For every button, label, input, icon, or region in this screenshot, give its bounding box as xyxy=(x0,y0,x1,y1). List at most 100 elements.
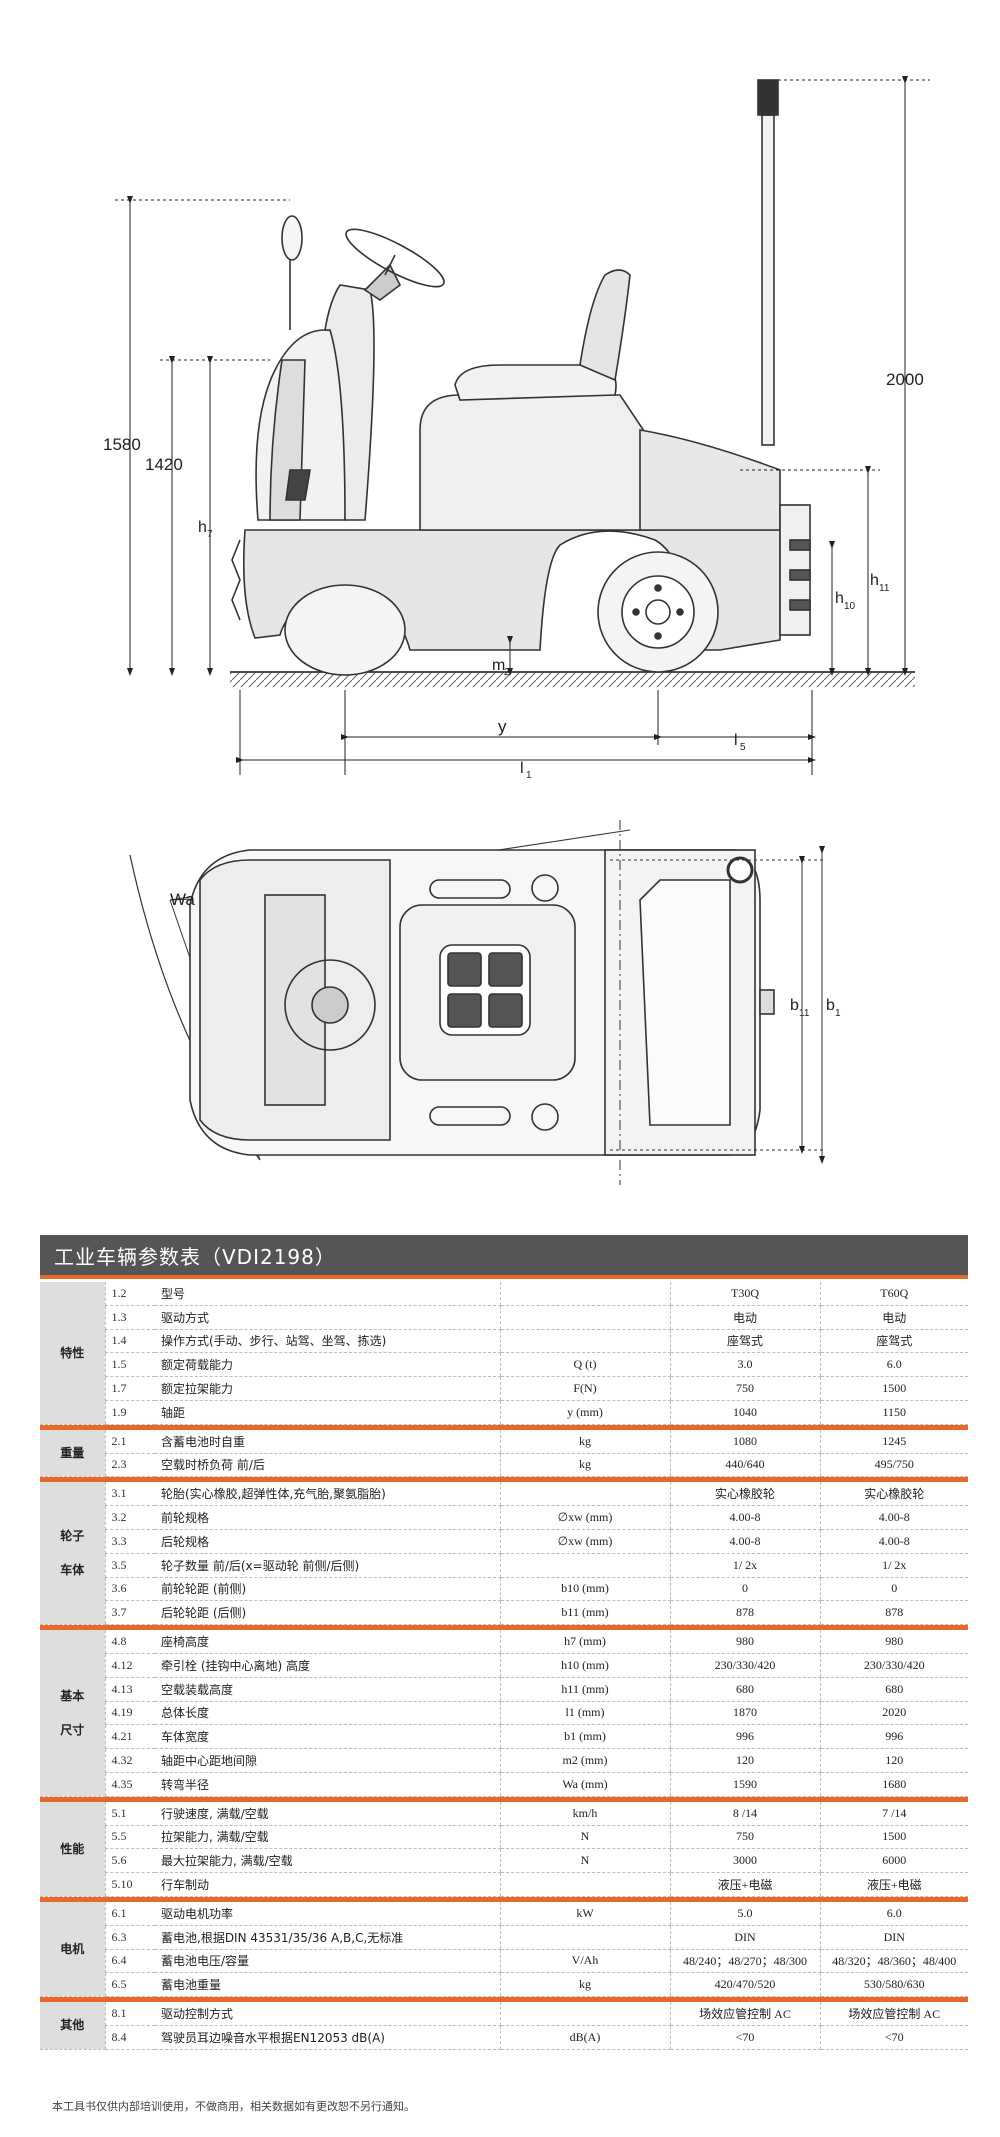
dim-h11-sub: 11 xyxy=(879,583,890,594)
spec-table-title: 工业车辆参数表（VDI2198） xyxy=(54,1244,336,1269)
row-number: 1.2 xyxy=(104,1282,155,1306)
category-label: 性能 xyxy=(40,1801,105,1897)
value-t60q: 6.0 xyxy=(819,1901,968,1926)
row-number: 4.35 xyxy=(104,1772,155,1797)
value-t30q: 4.00-8 xyxy=(669,1505,820,1530)
row-number: 8.4 xyxy=(104,2025,155,2050)
dim-h10: h xyxy=(835,590,844,607)
row-unit xyxy=(499,1553,670,1578)
row-number: 4.32 xyxy=(104,1748,155,1773)
row-unit: V/Ah xyxy=(499,1949,670,1974)
row-unit: dB(A) xyxy=(499,2025,670,2050)
value-t60q: 48/320；48/360；48/400 xyxy=(819,1949,968,1974)
value-t30q: 实心橡胶轮 xyxy=(669,1482,820,1507)
section-divider xyxy=(40,1796,968,1802)
value-t60q: 4.00-8 xyxy=(819,1505,968,1530)
row-unit: kg xyxy=(499,1453,670,1478)
row-number: 3.7 xyxy=(104,1600,155,1626)
row-name: 总体长度 xyxy=(155,1701,500,1726)
row-number: 4.21 xyxy=(104,1724,155,1750)
row-number: 4.13 xyxy=(104,1677,155,1702)
row-name: 型号 xyxy=(155,1282,500,1306)
technical-drawing: 1580 1420 h 7 2000 h 11 h 10 m 2 y l 5 l… xyxy=(103,76,930,1185)
top-view xyxy=(129,820,825,1185)
row-unit: b11 (mm) xyxy=(499,1600,670,1626)
dim-b11: b xyxy=(790,997,799,1014)
row-number: 5.5 xyxy=(104,1825,155,1850)
row-number: 3.2 xyxy=(104,1505,155,1530)
dim-l1: l xyxy=(520,760,524,777)
value-t30q: 1/ 2x xyxy=(669,1553,820,1578)
row-name: 驱动电机功率 xyxy=(155,1901,500,1926)
row-number: 5.1 xyxy=(104,1801,155,1826)
row-unit: ∅xw (mm) xyxy=(499,1529,670,1554)
dim-l5: l xyxy=(734,732,738,749)
value-t60q: DIN xyxy=(819,1925,968,1950)
row-name: 轮胎(实心橡胶,超弹性体,充气胎,聚氨脂胎) xyxy=(155,1482,500,1507)
row-number: 8.1 xyxy=(104,2002,155,2026)
value-t30q: 680 xyxy=(669,1677,820,1702)
section-divider-cell xyxy=(40,1476,968,1483)
section-divider-cell xyxy=(40,1796,968,1802)
row-number: 6.5 xyxy=(104,1972,155,1998)
value-t60q: 495/750 xyxy=(819,1453,968,1478)
value-t30q: 电动 xyxy=(669,1305,820,1330)
value-t30q: 230/330/420 xyxy=(669,1653,820,1678)
row-unit: l1 (mm) xyxy=(499,1701,670,1726)
value-t60q: 0 xyxy=(819,1577,968,1602)
accent-strip xyxy=(40,1275,968,1279)
row-name: 拉架能力, 满载/空载 xyxy=(155,1825,500,1850)
value-t30q: 1870 xyxy=(669,1701,820,1726)
row-unit xyxy=(499,1329,670,1354)
row-number: 1.4 xyxy=(104,1329,155,1354)
section-divider xyxy=(40,1996,968,2003)
row-name: 后轮规格 xyxy=(155,1529,500,1554)
dim-y: y xyxy=(498,717,507,736)
dim-b11-sub: 11 xyxy=(799,1008,810,1019)
value-t30q: <70 xyxy=(669,2025,820,2050)
value-t60q: 实心橡胶轮 xyxy=(819,1482,968,1507)
value-t30q: 996 xyxy=(669,1724,820,1750)
row-unit: m2 (mm) xyxy=(499,1748,670,1773)
value-t30q: 980 xyxy=(669,1630,820,1654)
value-t30q: 48/240；48/270；48/300 xyxy=(669,1949,820,1974)
row-unit: b1 (mm) xyxy=(499,1724,670,1750)
value-t60q: 电动 xyxy=(819,1305,968,1330)
section-divider xyxy=(40,1896,968,1902)
row-unit: N xyxy=(499,1848,670,1874)
section-divider-cell xyxy=(40,1624,968,1631)
value-t60q: 2020 xyxy=(819,1701,968,1726)
row-unit xyxy=(499,1925,670,1950)
category-label: 重量 xyxy=(40,1429,105,1478)
dim-l1-sub: 1 xyxy=(526,770,532,781)
value-t60q: 6.0 xyxy=(819,1352,968,1378)
dim-b1: b xyxy=(826,997,835,1014)
row-unit: Wa (mm) xyxy=(499,1772,670,1797)
value-t30q: 750 xyxy=(669,1825,820,1850)
row-name: 驱动控制方式 xyxy=(155,2002,500,2026)
value-t30q: DIN xyxy=(669,1925,820,1950)
section-divider xyxy=(40,1424,968,1430)
value-t60q: 1500 xyxy=(819,1825,968,1850)
row-name: 后轮轮距 (后侧) xyxy=(155,1600,500,1626)
value-t60q: <70 xyxy=(819,2025,968,2050)
row-number: 3.6 xyxy=(104,1577,155,1602)
row-unit: ∅xw (mm) xyxy=(499,1505,670,1530)
value-t60q: 座驾式 xyxy=(819,1329,968,1354)
row-unit: h10 (mm) xyxy=(499,1653,670,1678)
row-name: 轴距中心距地间隙 xyxy=(155,1748,500,1773)
